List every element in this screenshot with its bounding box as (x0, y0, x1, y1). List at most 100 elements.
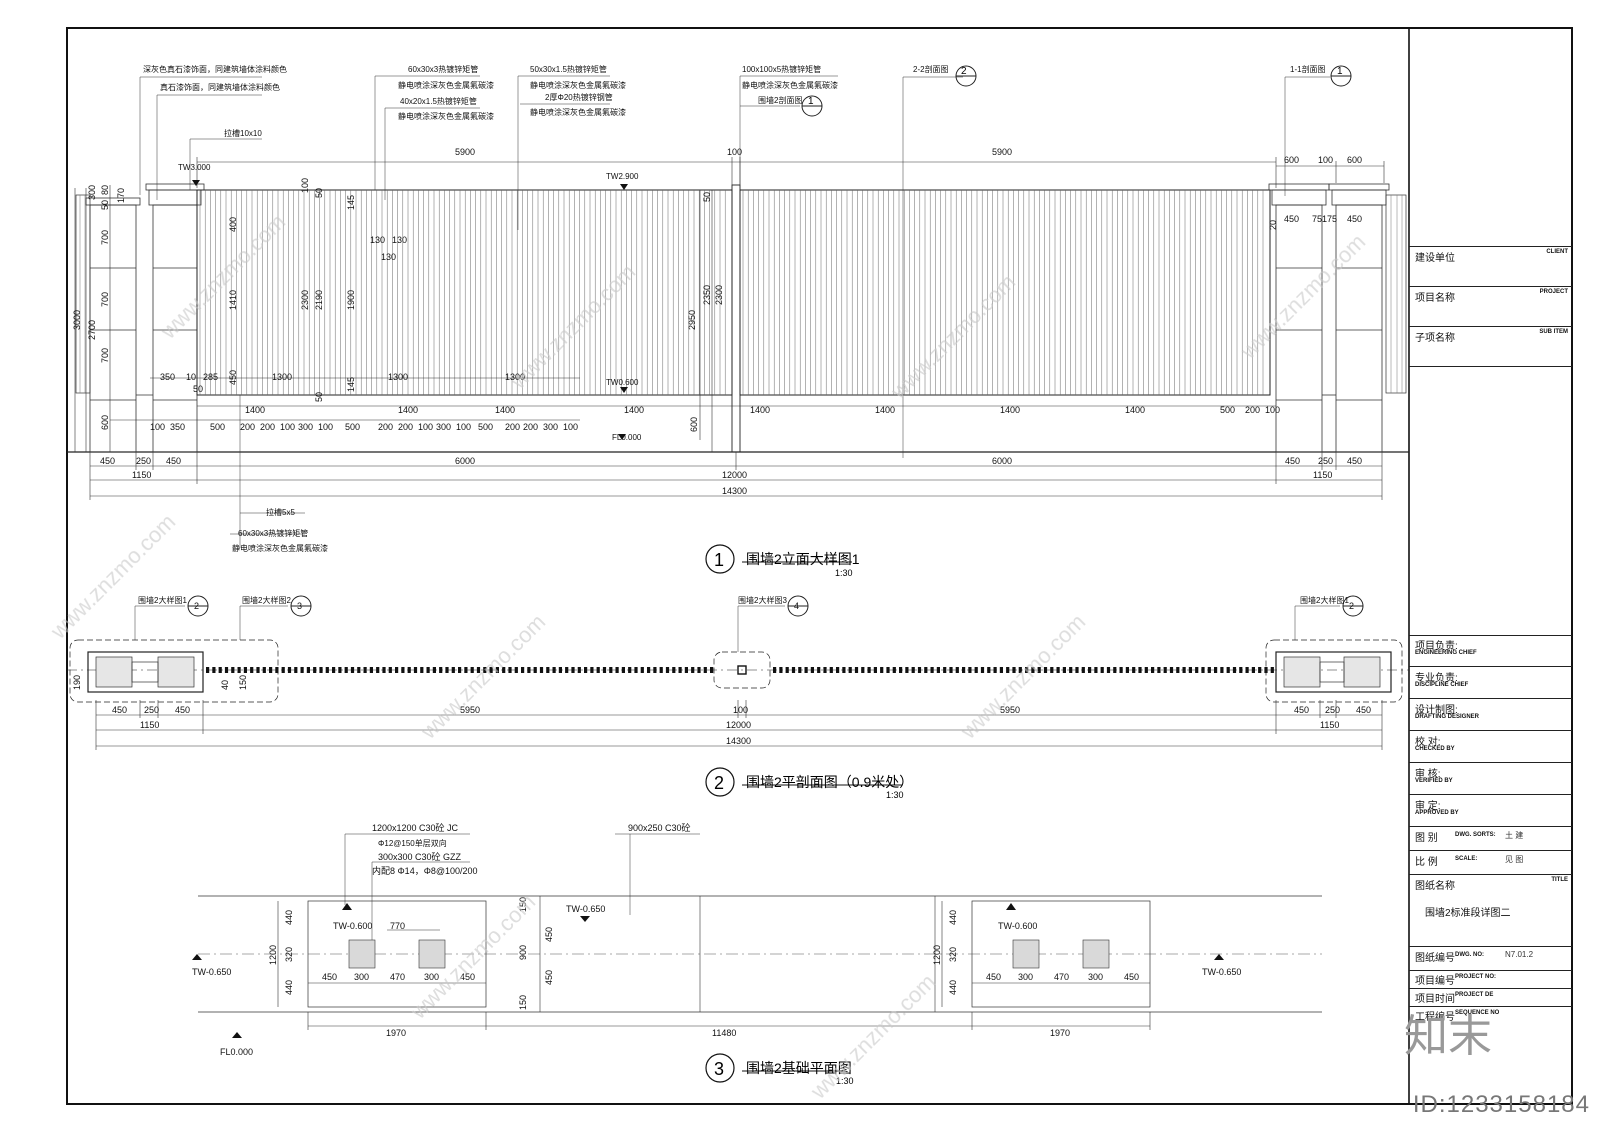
callout-coat-2: 静电喷涂深灰色金属氟碳漆 (398, 111, 494, 121)
svg-text:100: 100 (418, 422, 433, 432)
fdn-vdim-450-a: 450 (544, 927, 554, 942)
plan-ref-4: 4 (794, 601, 799, 611)
callout-coat-3: 静电喷涂深灰色金属氟碳漆 (530, 80, 626, 90)
level-fl0: FL0.000 (612, 433, 642, 442)
foundation-number: 3 (714, 1059, 724, 1079)
plan-callout-1: 围墙2大样图1 (138, 595, 187, 605)
tb-drafting: 设计制图: DRAFTING DESIGNER (1409, 698, 1572, 731)
dim-5900-right: 5900 (992, 147, 1012, 157)
vdim-2300: 2300 (300, 290, 310, 310)
tb-dwgno: 图纸编号 DWG. NO: N7.01.2 (1409, 946, 1572, 971)
tb-blank-top (1409, 28, 1572, 247)
dim-5900-left: 5900 (455, 147, 475, 157)
svg-text:300: 300 (543, 422, 558, 432)
vdim-600: 600 (100, 415, 110, 430)
fdn-dim-450-a: 450 (322, 972, 337, 982)
tb-date: 项目时间 PROJECT DE (1409, 988, 1572, 1007)
svg-text:100: 100 (318, 422, 333, 432)
dim-450-l2: 450 (166, 456, 181, 466)
callout-sec11: 1-1剖面图 (1290, 64, 1326, 74)
plan-dim-450-a: 450 (112, 705, 127, 715)
watermark-site-9: www.znzmo.com (805, 969, 940, 1104)
vdim-80: 80 (100, 185, 110, 195)
callout-section-ref: 围墙2剖面图 (758, 95, 802, 105)
fdn-level-tw0600-b: TW-0.600 (998, 921, 1037, 931)
right-pier-2 (1328, 183, 1390, 453)
plan-dim-190: 190 (72, 675, 82, 690)
svg-text:1: 1 (808, 96, 814, 107)
vdim-300: 300 (87, 185, 97, 200)
dim-75-r: 75 (1312, 214, 1322, 224)
fdn-level-tw0650-b: TW-0.650 (192, 967, 231, 977)
callout-plate: 2厚Φ20热镀锌钢管 (545, 92, 613, 102)
plan-dim-100: 100 (733, 705, 748, 715)
elevation-drawing: 2 1 1 (67, 65, 1409, 574)
dim-450-r1: 450 (1284, 214, 1299, 224)
plan-dim-5950-b: 5950 (1000, 705, 1020, 715)
fdn-dim-300-a: 300 (354, 972, 369, 982)
dim-130-c: 130 (381, 252, 396, 262)
left-pier-2 (145, 183, 205, 453)
vdim-3000: 3000 (72, 310, 82, 330)
vdim-25-r: 20 (1268, 220, 1278, 230)
fdn-level-tw0650-c: TW-0.650 (1202, 967, 1241, 977)
tb-scale: 比 例 SCALE: 见 图 (1409, 850, 1572, 875)
svg-text:500: 500 (478, 422, 493, 432)
fdn-vdim-1200-a: 1200 (268, 945, 278, 965)
plan-dim-450-c: 450 (1294, 705, 1309, 715)
dim-1300-c: 1300 (505, 372, 525, 382)
fdn-callout-jc: 1200x1200 C30砼 JC (372, 822, 459, 833)
tb-other: 工程编号 SEQUENCE NO (1415, 1010, 1500, 1023)
fdn-dim-450-b: 450 (460, 972, 475, 982)
fdn-dim-11480: 11480 (712, 1028, 736, 1038)
svg-text:100: 100 (150, 422, 165, 432)
vdim-2950: 2950 (687, 310, 697, 330)
tb-approved: 审 定: APPROVED BY (1409, 794, 1572, 827)
fdn-vdim-1200-b: 1200 (932, 945, 942, 965)
fdn-vdim-900: 900 (518, 945, 528, 960)
callout-pipe-50x30: 50x30x1.5热镀锌矩管 (530, 64, 607, 74)
dim-100-top: 100 (727, 147, 742, 157)
plan-dim-12000: 12000 (726, 720, 751, 730)
dim-130-b: 130 (392, 235, 407, 245)
fdn-vdim-450-b: 450 (544, 970, 554, 985)
plan-dim-1150-b: 1150 (1320, 720, 1339, 730)
watermark-site-6: www.znzmo.com (415, 609, 550, 744)
vdim-170: 170 (116, 188, 126, 203)
fdn-dim-470-b: 470 (1054, 972, 1069, 982)
center-post (731, 184, 741, 453)
gzz-columns (348, 939, 1110, 969)
tb-subitem: 子项名称 SUB ITEM (1409, 326, 1572, 367)
dim-600-a: 600 (1284, 155, 1299, 165)
callout-pipe-60x30: 60x30x3热镀锌矩管 (408, 64, 478, 74)
vdim-100: 100 (300, 178, 310, 193)
fdn-vdim-150-b: 150 (518, 995, 528, 1010)
dim-1150-r: 1150 (1313, 470, 1332, 480)
vdim-700-a: 700 (100, 230, 110, 245)
vdim-600-b: 600 (689, 417, 699, 432)
level-tw3: TW3.000 (178, 163, 211, 172)
vdim-50-b: 50 (314, 392, 324, 402)
dim-450-r4: 450 (1347, 456, 1362, 466)
dim-250-r: 250 (1318, 456, 1333, 466)
fdn-callout-jc-rebar: Φ12@150单层双向 (378, 838, 447, 848)
fence-plan-pickets (206, 667, 1274, 673)
vdim-1410: 1410 (228, 290, 238, 310)
svg-text:200: 200 (398, 422, 413, 432)
fdn-vdim-440-d: 440 (948, 980, 958, 995)
watermark-site-4: www.znzmo.com (1235, 229, 1370, 364)
svg-text:500: 500 (345, 422, 360, 432)
title-block: 建设单位 CLIENT 项目名称 PROJECT 子项名称 SUB ITEM 项… (1409, 28, 1572, 1104)
fdn-callout-beam: 900x250 C30砼 (628, 822, 691, 833)
svg-text:1400: 1400 (1000, 405, 1020, 415)
svg-text:100: 100 (1265, 405, 1280, 415)
dim-130-a: 130 (370, 235, 385, 245)
vdim-2190: 2190 (314, 290, 324, 310)
svg-text:300: 300 (436, 422, 451, 432)
dim-12000: 12000 (722, 470, 747, 480)
svg-text:350: 350 (170, 422, 185, 432)
dim-1150-l: 1150 (132, 470, 151, 480)
plan-dim-14300: 14300 (726, 736, 751, 746)
callout-groove-bottom: 拉槽5x5 (266, 507, 295, 517)
